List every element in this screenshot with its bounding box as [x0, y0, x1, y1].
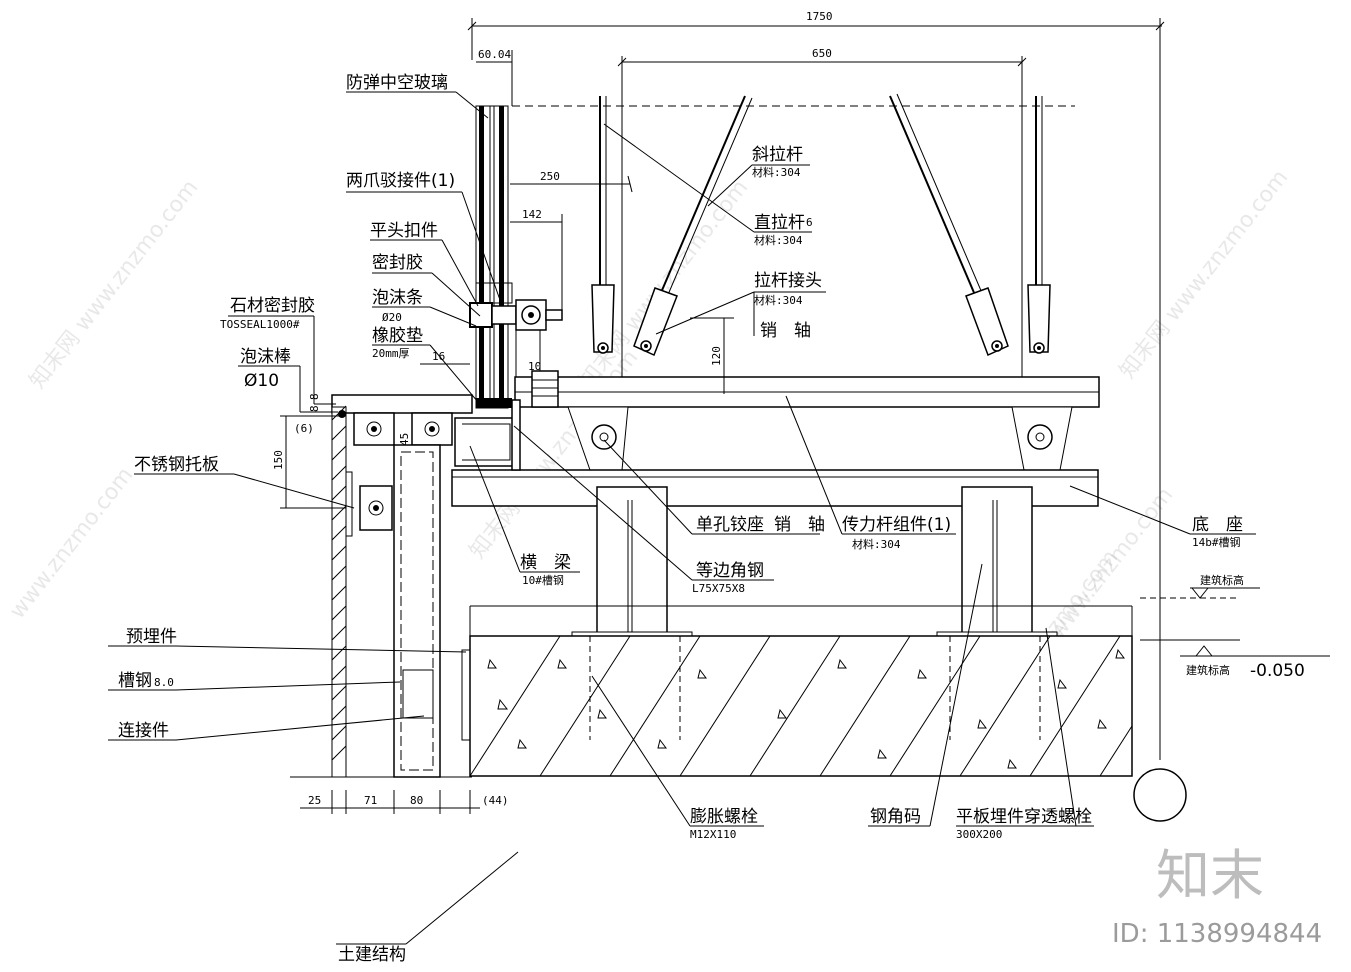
dim-150: 150 — [272, 450, 285, 470]
label-exp-bolt-sub: M12X110 — [690, 828, 736, 841]
dim-10: 10 — [528, 360, 541, 373]
label-through-bolt: 穿透螺栓 — [1024, 807, 1092, 827]
dim-45: 45 — [398, 433, 411, 446]
concrete-slab — [469, 605, 1133, 777]
label-beam-sub: 10#槽钢 — [522, 574, 564, 587]
wm-url-4: www.znzmo.com — [620, 175, 753, 336]
label-stone-sealant: 石材密封胶 — [230, 296, 315, 316]
svg-text:www.znzmo.com: www.znzmo.com — [5, 463, 138, 624]
label-stone-sealant-sub: TOSSEAL1000# — [220, 318, 300, 331]
dim-1750: 1750 — [806, 10, 833, 23]
label-ss-plate: 不锈钢托板 — [134, 455, 219, 475]
beam-and-angle — [454, 399, 521, 471]
dim-650: 650 — [812, 47, 832, 60]
label-flat-clip: 平头扣件 — [370, 221, 438, 241]
rod-system — [567, 93, 1073, 471]
parapet-detail — [290, 394, 473, 778]
dim-6: (6) — [294, 422, 314, 435]
brand-watermark: 知末 ID: 1138994844 — [1112, 844, 1322, 949]
label-rubber-pad: 橡胶垫 — [372, 326, 423, 346]
label-rod-joint-sub: 材料:304 — [754, 293, 803, 307]
label-beam: 横 梁 — [520, 553, 571, 573]
label-claw: 两爪驳接件(1) — [346, 171, 455, 191]
label-flat-embed-sub: 300X200 — [956, 828, 1002, 841]
elevation-markers: 建筑标高 建筑标高 -0.050 — [1140, 573, 1330, 681]
label-civil: 土建结构 — [338, 945, 406, 965]
base-channel — [451, 469, 1099, 638]
label-pin-axis: 销 轴 — [774, 515, 825, 535]
label-rubber-pad-sub: 20mm厚 — [372, 347, 410, 360]
label-diag-rod: 斜拉杆 — [752, 145, 803, 165]
wm-url-6: www.znzmo.com — [1160, 165, 1293, 326]
label-base: 底 座 — [1192, 515, 1243, 535]
wm-url-1: www.znzmo.com — [70, 175, 203, 336]
wm-cn-6: 知末网 — [1115, 316, 1175, 383]
label-foam-rod-sub: Ø10 — [244, 371, 279, 391]
label-foam-rod: 泡沫棒 — [240, 347, 291, 367]
misc-dimensions: 120 16 10 150 (6) 8 8 45 25 71 80 (44) — [272, 317, 734, 814]
dim-71: 71 — [364, 794, 377, 807]
label-force-rod: 传力杆组件(1) — [842, 515, 951, 535]
label-channel-sub: 8.0 — [154, 676, 174, 689]
force-rod-beam — [514, 370, 1100, 408]
brand-logo-text: 知末 — [1156, 844, 1264, 907]
wm-url-7: www.znzmo.com — [1045, 483, 1178, 644]
label-embed: 预埋件 — [126, 627, 177, 647]
label-angle-sub: L75X75X8 — [692, 582, 745, 595]
claw-fitting — [469, 282, 563, 390]
label-rod-joint: 拉杆接头 — [754, 271, 822, 291]
wm-url-2: www.znzmo.com — [5, 463, 138, 624]
axis-bubble — [1133, 768, 1187, 822]
dim-25: 25 — [308, 794, 321, 807]
dim-142: 142 — [522, 208, 542, 221]
dim-250: 250 — [540, 170, 560, 183]
label-straight-rod-num: 6 — [806, 216, 813, 229]
label-channel: 槽钢 — [118, 671, 152, 691]
brand-id-text: ID: 1138994844 — [1112, 919, 1322, 949]
elev-value: -0.050 — [1250, 661, 1305, 681]
top-dimensions: 1750 650 60.04 250 142 — [467, 10, 1165, 760]
leader-lines — [108, 91, 1256, 945]
label-steel-corner: 钢角码 — [870, 807, 921, 827]
dim-120: 120 — [710, 346, 723, 366]
label-angle: 等边角钢 — [696, 561, 764, 581]
dim-60-04: 60.04 — [478, 48, 511, 61]
dim-8b: 8 — [308, 405, 321, 412]
dim-80: 80 — [410, 794, 423, 807]
svg-text:知末网 www.znzmo.com: 知末网 www.znzmo.com — [1115, 165, 1293, 383]
wm-cn-1: 知末网 — [25, 326, 85, 393]
elev-bottom-label: 建筑标高 — [1186, 663, 1230, 677]
label-exp-bolt: 膨胀螺栓 — [690, 807, 758, 827]
label-hinge: 单孔铰座 — [696, 515, 764, 535]
label-straight-rod: 直拉杆 — [754, 213, 805, 233]
dim-44: (44) — [482, 794, 509, 807]
glass-panel — [475, 105, 512, 409]
label-straight-rod-sub: 材料:304 — [754, 233, 803, 247]
svg-text:知末网 www.znzmo.com: 知末网 www.znzmo.com — [25, 175, 203, 393]
label-sealant: 密封胶 — [372, 253, 423, 273]
label-pin: 销 轴 — [760, 321, 811, 341]
svg-text:www.znzmo.com: www.znzmo.com — [1045, 483, 1178, 644]
label-flat-embed: 平板埋件 — [956, 807, 1024, 827]
label-connector: 连接件 — [118, 721, 169, 741]
label-diag-rod-sub: 材料:304 — [752, 165, 801, 179]
elev-top-label: 建筑标高 — [1200, 573, 1244, 587]
label-foam-strip: 泡沫条 — [372, 288, 423, 308]
label-foam-strip-sub: Ø20 — [382, 311, 402, 324]
label-glass: 防弹中空玻璃 — [346, 73, 448, 93]
label-base-sub: 14b#槽钢 — [1192, 536, 1241, 549]
label-force-rod-sub: 材料:304 — [852, 537, 901, 551]
annotation-labels: 防弹中空玻璃 两爪驳接件(1) 平头扣件 密封胶 泡沫条 Ø20 橡胶垫 20m… — [118, 73, 1243, 965]
